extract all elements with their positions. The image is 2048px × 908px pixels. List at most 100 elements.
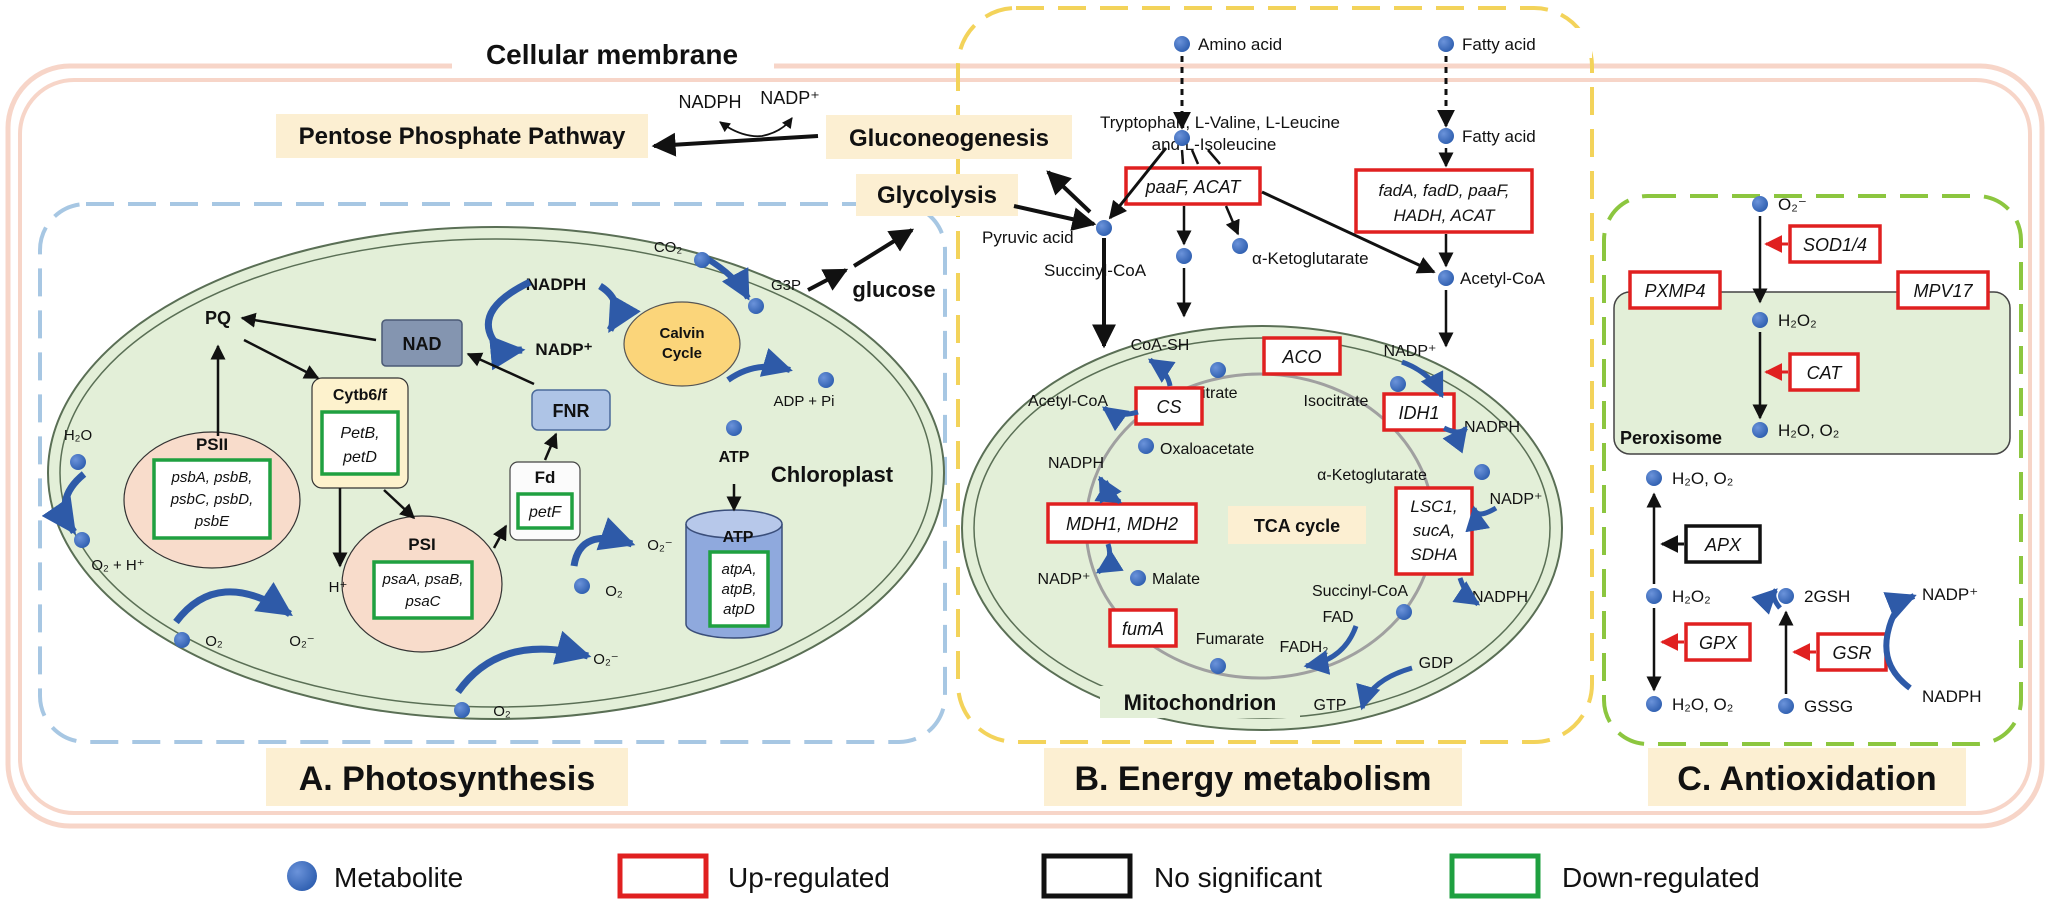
o2-psi: O₂ xyxy=(493,703,511,720)
metabolite-amino-acid xyxy=(1174,36,1190,52)
cell-membrane-inner xyxy=(18,78,2032,815)
psii-gene-2: psbC, psbD, xyxy=(170,491,254,508)
fad-genes-1: fadA, fadD, paaF, xyxy=(1378,181,1509,200)
nadp-idh-label: NADP⁺ xyxy=(1384,343,1437,360)
isocitrate-label: Isocitrate xyxy=(1304,393,1369,410)
fad-genes-2: HADH, ACAT xyxy=(1393,206,1496,225)
tca-box xyxy=(1228,506,1366,544)
metabolite-isocitrate xyxy=(1390,376,1406,392)
cs-box xyxy=(1134,386,1204,426)
lsc-box xyxy=(1394,486,1474,576)
cat-gene: CAT xyxy=(1807,363,1844,383)
o2-h-label: O₂ + H⁺ xyxy=(91,557,144,574)
metabolite-o2-fd xyxy=(574,578,590,594)
psii-gene-3: psbE xyxy=(194,513,230,530)
metabolite-o2-psi xyxy=(454,702,470,718)
cs-gene: CS xyxy=(1156,397,1181,417)
nadp-chloro: NADP⁺ xyxy=(535,340,592,359)
metabolite-o2-h xyxy=(74,532,90,548)
h2o-label: H₂O xyxy=(64,427,92,444)
fd-label: Fd xyxy=(535,468,556,487)
cytb6f-gene-2: petD xyxy=(342,449,377,466)
calvin-label-1: Calvin xyxy=(659,325,704,342)
glycolysis-label: Glycolysis xyxy=(877,182,997,209)
legend-metabolite-icon xyxy=(287,861,317,891)
metabolite-h2o2-p xyxy=(1752,312,1768,328)
succinyl-in-label: Succinyl-CoA xyxy=(1312,583,1408,600)
mitochondrion-label-bg xyxy=(1100,686,1300,718)
lsc-gene-1: LSC1, xyxy=(1410,497,1457,516)
succinyl-top-label: Succinyl-CoA xyxy=(1044,261,1147,280)
atp-synthase-label: ATP xyxy=(723,529,754,546)
membrane-label-bg xyxy=(452,36,774,70)
fuma-gene: fumA xyxy=(1122,619,1164,639)
ppp-nadph: NADPH xyxy=(678,92,741,112)
energy-region xyxy=(956,6,1594,744)
energy-section-label: B. Energy metabolism xyxy=(1074,760,1431,798)
fd-genes: petF xyxy=(528,504,562,521)
adp-label: ADP + Pi xyxy=(773,393,834,410)
cat-box xyxy=(1788,352,1860,392)
metabolite-amino-products xyxy=(1174,130,1190,146)
calvin-cycle xyxy=(623,301,741,387)
fatty-acid-top-label: Fatty acid xyxy=(1462,35,1536,54)
atp-label: ATP xyxy=(719,449,750,466)
metabolite-fatty-acid-top xyxy=(1438,36,1454,52)
mpv17-box xyxy=(1896,270,1990,310)
legend-up-icon xyxy=(617,853,709,899)
gtp-label: GTP xyxy=(1314,697,1347,714)
fatty-acid-bg xyxy=(1466,28,1592,58)
ppp-box xyxy=(276,114,648,158)
o2-radical-label: O₂⁻ xyxy=(1778,195,1807,214)
lsc-gene-3: SDHA xyxy=(1410,545,1457,564)
metabolite-malate xyxy=(1130,570,1146,586)
nadph-mdh-label: NADPH xyxy=(1048,455,1104,472)
nadp-mdh-label: NADP⁺ xyxy=(1038,571,1091,588)
nad-box xyxy=(381,319,463,367)
legend-metabolite-label: Metabolite xyxy=(334,862,463,893)
fumarate-label: Fumarate xyxy=(1196,631,1265,648)
psi-genes-box xyxy=(372,560,474,620)
ppp-nadp: NADP⁺ xyxy=(760,88,820,108)
photosynthesis-label-box xyxy=(266,748,628,806)
apx-box xyxy=(1684,524,1762,564)
o2-left: O₂ xyxy=(205,633,223,650)
fad-label: FAD xyxy=(1322,609,1353,626)
chloroplast-inner xyxy=(59,238,933,708)
peroxisome-label: Peroxisome xyxy=(1620,428,1722,448)
gsr-nadp-label: NADP⁺ xyxy=(1922,585,1978,604)
gssg-label: GSSG xyxy=(1804,697,1853,716)
fd-genes-box xyxy=(516,492,574,530)
psii-gene-1: psbA, psbB, xyxy=(171,469,253,486)
gluconeogenesis-box xyxy=(826,115,1072,159)
metabolite-h2o-o2-p xyxy=(1752,422,1768,438)
gdp-label: GDP xyxy=(1419,655,1454,672)
acetyl-top-label: Acetyl-CoA xyxy=(1460,269,1546,288)
paaf-acat-box xyxy=(1124,166,1262,206)
metabolite-atp xyxy=(726,420,742,436)
psi-label: PSI xyxy=(408,535,435,554)
metabolite-aketo-top xyxy=(1232,238,1248,254)
ppp-label: Pentose Phosphate Pathway xyxy=(299,123,626,150)
metabolite-gssg xyxy=(1778,698,1794,714)
amino-products-2: and L-Isoleucine xyxy=(1152,135,1277,154)
gsh-label: 2GSH xyxy=(1804,587,1850,606)
metabolite-succinyl-in xyxy=(1396,604,1412,620)
metabolite-o2-psii xyxy=(174,632,190,648)
fnr-label: FNR xyxy=(553,401,590,421)
membrane-label: Cellular membrane xyxy=(486,39,738,70)
gluconeogenesis-label: Gluconeogenesis xyxy=(849,125,1049,152)
nadph-lsc-label: NADPH xyxy=(1472,589,1528,606)
psii-label: PSII xyxy=(196,435,228,454)
legend: Metabolite Up-regulated No significant D… xyxy=(287,853,1760,899)
nadph-chloro: NADPH xyxy=(526,275,586,294)
coash-label: CoA-SH xyxy=(1131,337,1190,354)
o2-fd: O₂ xyxy=(605,583,623,600)
metabolite-pyruvic xyxy=(1096,220,1112,236)
calvin-label-2: Cycle xyxy=(662,345,702,362)
atp-gene-2: atpB, xyxy=(721,581,756,598)
o2-radical-fd: O₂⁻ xyxy=(647,537,672,554)
metabolite-gsh xyxy=(1778,588,1794,604)
metabolite-aketo-in xyxy=(1474,464,1490,480)
